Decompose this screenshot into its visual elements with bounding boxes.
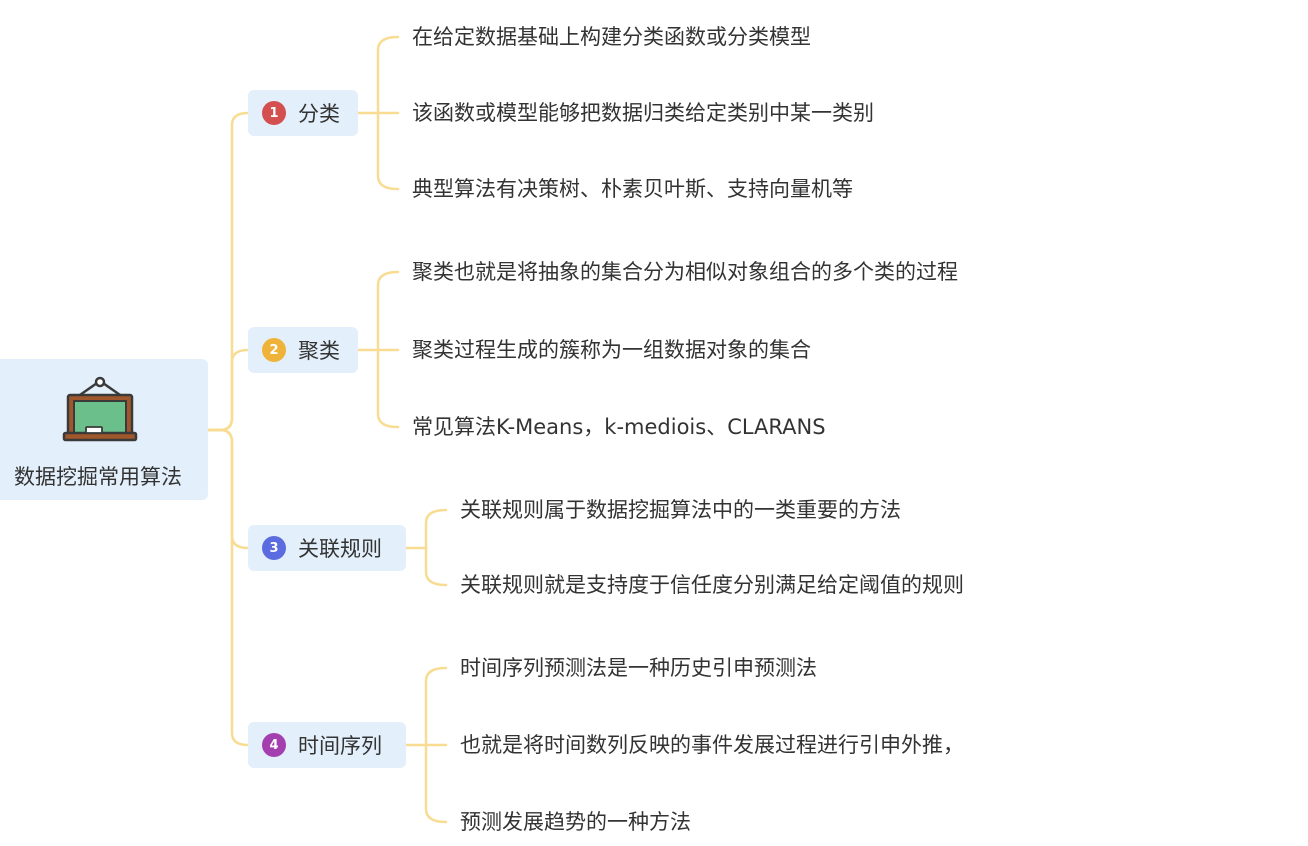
connector-root-branch-3: [206, 428, 250, 550]
connector-branch-3-leaf-2: [424, 546, 448, 587]
connector-root-branch-1: [206, 111, 250, 432]
branch-label: 时间序列: [298, 734, 382, 758]
leaf-node[interactable]: 常见算法K-Means，k-mediois、CLARANS: [412, 415, 826, 439]
leaf-node[interactable]: 时间序列预测法是一种历史引申预测法: [460, 656, 817, 680]
connector-root-branch-4: [206, 428, 250, 747]
number-badge-icon: 2: [262, 338, 286, 362]
connector-branch-2-leaf-3: [376, 348, 400, 429]
leaf-node[interactable]: 该函数或模型能够把数据归类给定类别中某一类别: [412, 101, 874, 125]
connector-branch-4-leaf-3: [424, 743, 448, 824]
connector-branch-3-leaf-1: [424, 508, 448, 550]
branch-node-4[interactable]: 4 时间序列: [248, 722, 406, 768]
leaf-node[interactable]: 在给定数据基础上构建分类函数或分类模型: [412, 25, 811, 49]
leaf-node[interactable]: 典型算法有决策树、朴素贝叶斯、支持向量机等: [412, 177, 853, 201]
connector-branch-2-leaf-1: [376, 270, 400, 352]
branch-label: 关联规则: [298, 537, 382, 561]
branch-node-3[interactable]: 3 关联规则: [248, 525, 406, 571]
leaf-node[interactable]: 聚类过程生成的簇称为一组数据对象的集合: [412, 338, 811, 362]
connector-branch-4-leaf-1: [424, 666, 448, 747]
number-badge-icon: 4: [262, 733, 286, 757]
connector-root-branch-2: [206, 348, 250, 432]
chalkboard-icon: [62, 375, 138, 443]
branch-label: 聚类: [298, 339, 340, 363]
branch-label: 分类: [298, 102, 340, 126]
root-title: 数据挖掘常用算法: [14, 465, 182, 489]
branch-node-1[interactable]: 1 分类: [248, 90, 358, 136]
leaf-node[interactable]: 也就是将时间数列反映的事件发展过程进行引申外推，: [460, 733, 964, 757]
leaf-node[interactable]: 预测发展趋势的一种方法: [460, 810, 691, 834]
leaf-node[interactable]: 关联规则属于数据挖掘算法中的一类重要的方法: [460, 498, 901, 522]
connector-branch-1-leaf-3: [376, 111, 400, 191]
branch-node-2[interactable]: 2 聚类: [248, 327, 358, 373]
leaf-node[interactable]: 聚类也就是将抽象的集合分为相似对象组合的多个类的过程: [412, 260, 958, 284]
root-node[interactable]: 数据挖掘常用算法: [0, 359, 208, 500]
connector-branch-1-leaf-1: [376, 35, 400, 115]
leaf-node[interactable]: 关联规则就是支持度于信任度分别满足给定阈值的规则: [460, 573, 964, 597]
number-badge-icon: 3: [262, 536, 286, 560]
number-badge-icon: 1: [262, 101, 286, 125]
